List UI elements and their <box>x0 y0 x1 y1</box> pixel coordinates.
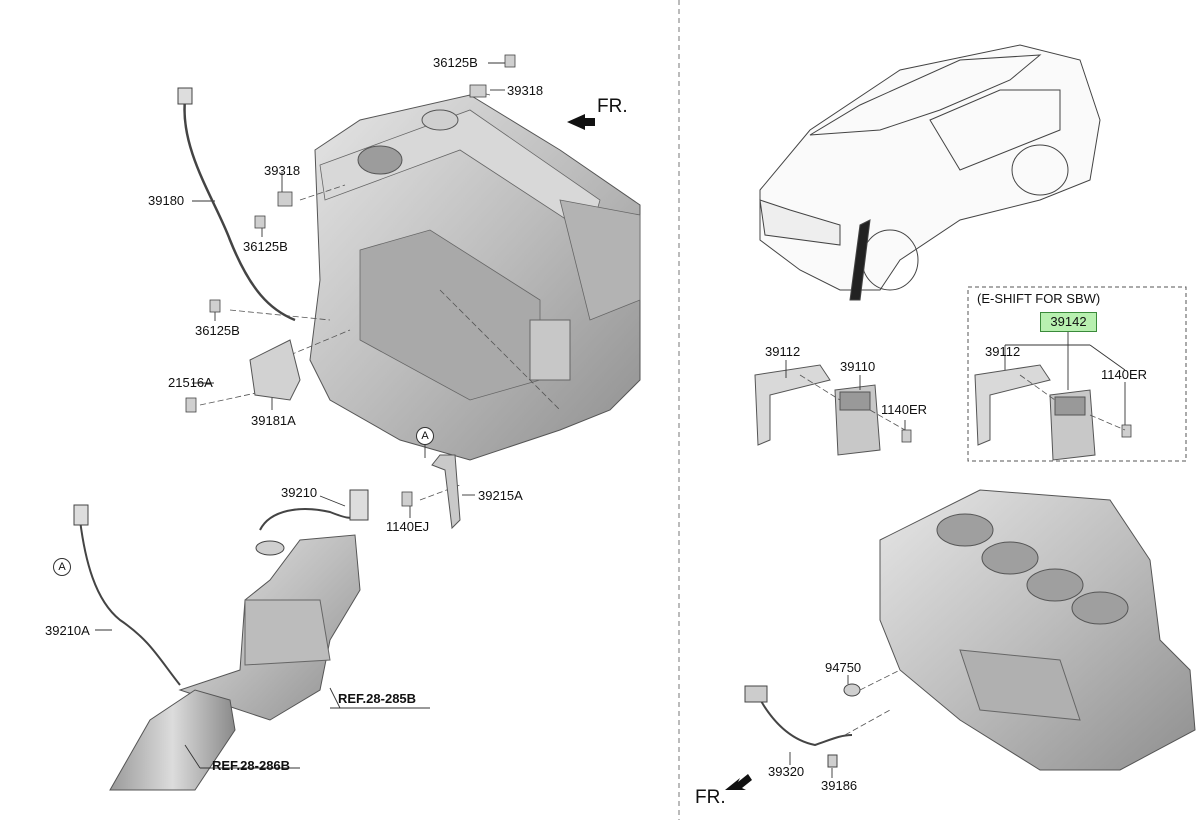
reference-circle-a-top: A <box>416 427 434 445</box>
eshift-dashed-box <box>967 286 1187 462</box>
part-label-21516A: 21516A <box>168 375 213 390</box>
eshift-title: (E-SHIFT FOR SBW) <box>977 291 1101 306</box>
tcu-left-illustration <box>754 364 881 456</box>
catalytic-converter-illustration <box>109 534 361 791</box>
part-label-39210A: 39210A <box>45 623 90 638</box>
part-label-1140EJ: 1140EJ <box>386 519 430 534</box>
part-label-39215A: 39215A <box>478 488 523 503</box>
part-label-39181A: 39181A <box>251 413 296 428</box>
reference-link-28-285B[interactable]: REF.28-285B <box>338 691 417 706</box>
part-label-36125B-top: 36125B <box>433 55 478 70</box>
engine-block-illustration <box>879 489 1196 771</box>
part-label-39180: 39180 <box>148 193 185 208</box>
part-label-39142-highlighted: 39142 <box>1040 312 1097 332</box>
fr-arrow-bottom <box>725 774 752 790</box>
part-label-39112-right: 39112 <box>985 344 1021 359</box>
front-direction-label-top: FR. <box>597 96 628 117</box>
fr-arrow-top <box>567 114 595 130</box>
tcu-right-illustration <box>974 364 1096 461</box>
sensor-cable-39210A <box>79 519 181 686</box>
shield-39181A <box>249 339 301 401</box>
part-label-94750: 94750 <box>825 660 862 675</box>
sensor-cable-39180 <box>183 99 296 322</box>
reference-circle-a-left: A <box>53 558 71 576</box>
part-label-36125B-mid: 36125B <box>243 239 288 254</box>
part-label-39320: 39320 <box>768 764 805 779</box>
part-label-1140ER-left: 1140ER <box>881 402 928 417</box>
part-label-39110: 39110 <box>840 359 876 374</box>
part-label-39318-mid: 39318 <box>264 163 301 178</box>
vehicle-illustration <box>759 44 1101 301</box>
engine-assembly-illustration <box>309 94 641 461</box>
reference-link-28-286B[interactable]: REF.28-286B <box>212 758 291 773</box>
part-label-36125B-low: 36125B <box>195 323 240 338</box>
part-label-39186: 39186 <box>821 778 858 793</box>
part-label-1140ER-right: 1140ER <box>1101 367 1148 382</box>
part-label-39210: 39210 <box>281 485 318 500</box>
part-label-39112-left: 39112 <box>765 344 801 359</box>
part-label-39318-top: 39318 <box>507 83 544 98</box>
front-direction-label-bottom: FR. <box>695 787 726 808</box>
